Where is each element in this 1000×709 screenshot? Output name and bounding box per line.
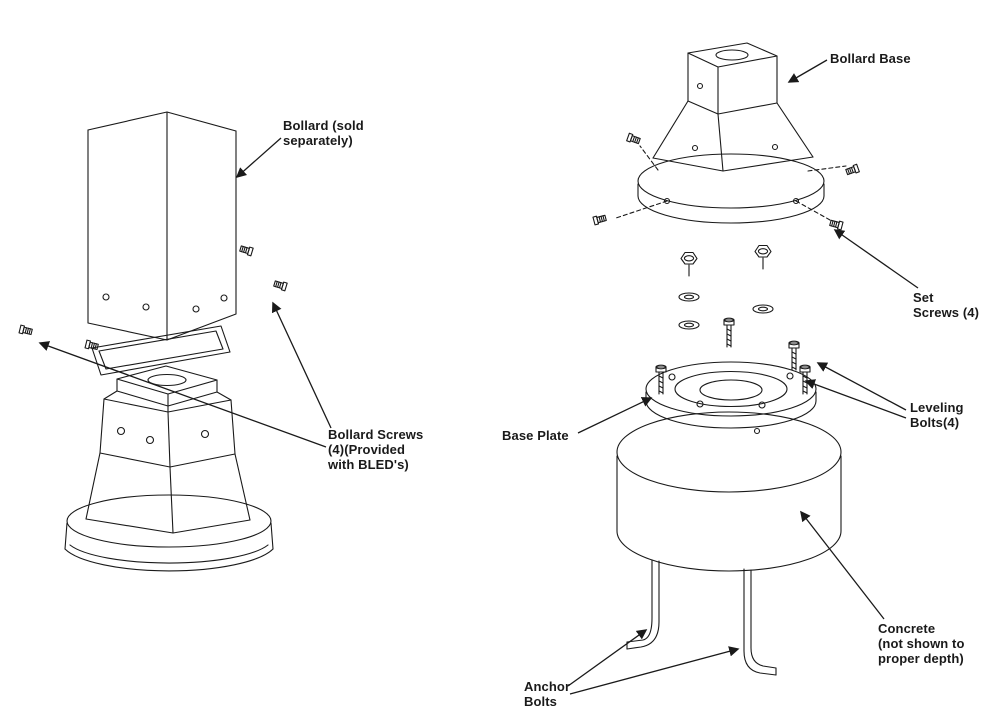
arrow-set-screws [833, 229, 919, 289]
bollard-post [87, 111, 237, 341]
set-screws-drawing [592, 132, 860, 231]
label-set-screws: Set Screws (4) [913, 290, 980, 321]
arrow-anchor-2 [569, 646, 740, 695]
label-leveling-bolts: Leveling Bolts(4) [910, 400, 964, 431]
arrow-bollard [235, 137, 282, 179]
label-anchor-bolts: Anchor Bolts [524, 679, 571, 709]
concrete-drawing [616, 411, 842, 572]
arrow-bollard-screws-left [38, 341, 327, 448]
leveling-hardware [655, 244, 811, 395]
label-concrete: Concrete (not shown to proper depth) [878, 621, 965, 667]
arrow-concrete [800, 510, 885, 620]
label-bollard-base: Bollard Base [830, 51, 911, 66]
arrow-base-plate [577, 397, 653, 434]
leader-arrows [38, 59, 919, 695]
bollard-base-left [85, 365, 251, 534]
label-bollard-screws: Bollard Screws (4)(Provided with BLED's) [328, 427, 424, 473]
round-footing [64, 494, 274, 572]
bollard-base-right [637, 42, 825, 224]
arrow-anchor-1 [567, 629, 648, 687]
base-plate-drawing [645, 361, 817, 429]
arrow-bollard-base [787, 59, 828, 83]
gasket [91, 325, 231, 376]
anchor-bolts-drawing [626, 559, 777, 676]
bollard-screws-drawing [18, 244, 288, 352]
label-bollard: Bollard (sold separately) [283, 118, 364, 149]
label-base-plate: Base Plate [502, 428, 569, 443]
arrow-leveling-2 [804, 379, 907, 419]
arrow-leveling-1 [816, 362, 907, 411]
arrow-bollard-screws-up [272, 301, 332, 429]
